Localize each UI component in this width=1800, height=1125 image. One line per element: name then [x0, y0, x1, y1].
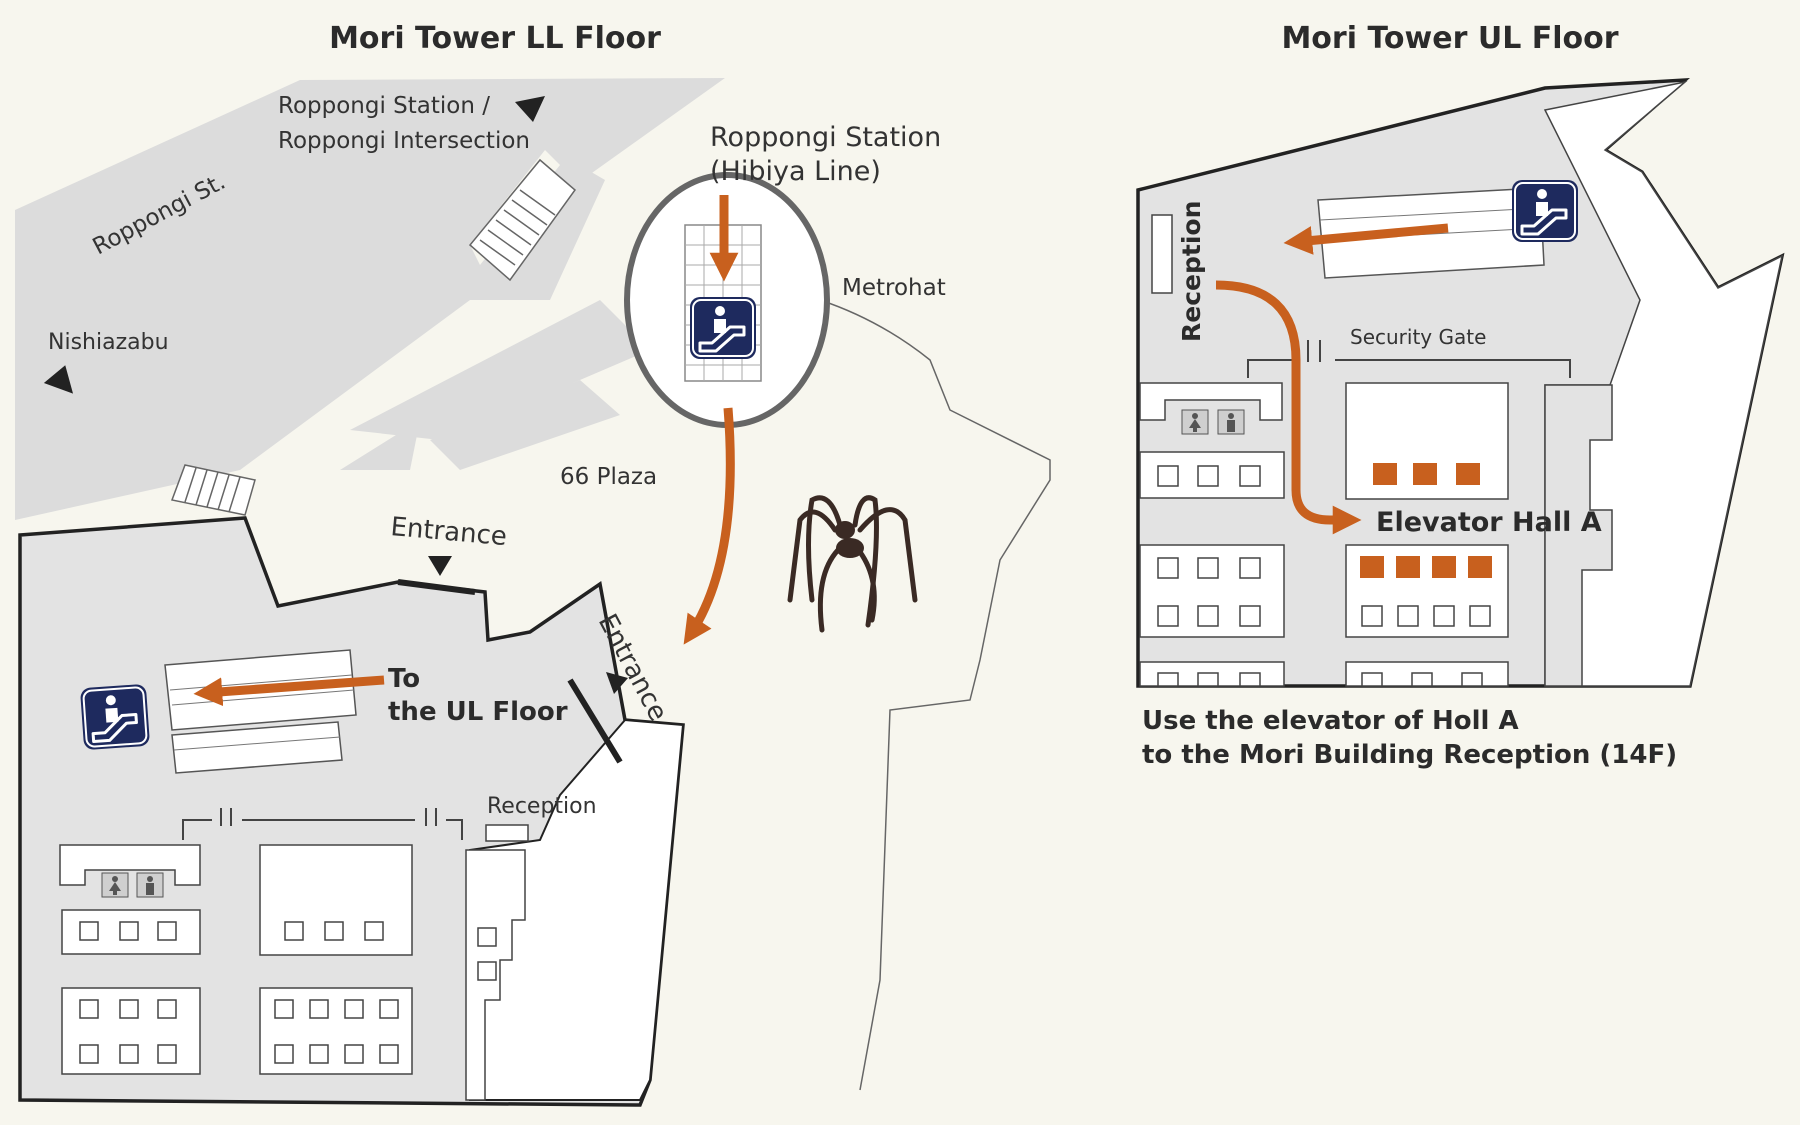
direction-arrow-icon — [43, 365, 74, 394]
entrance-top-label: Entrance — [389, 512, 508, 552]
elevator-doors — [1360, 463, 1492, 578]
security-gate-label: Security Gate — [1350, 325, 1486, 349]
ul-floor-label: the UL Floor — [388, 697, 568, 727]
route-arrow-icon — [683, 407, 735, 645]
restroom-icon — [1181, 409, 1209, 435]
room-blocks — [59, 824, 529, 1101]
stairs — [170, 158, 577, 516]
plaza-label: 66 Plaza — [560, 464, 657, 490]
escalator-icon — [1510, 178, 1580, 244]
reception-desk — [1151, 214, 1173, 294]
entrance-arrow-icon — [428, 556, 452, 576]
escalator-icon — [78, 682, 152, 752]
metrohat-label: Metrohat — [842, 275, 946, 301]
metrohat-outline — [819, 299, 1051, 1091]
hibiya-station-label: Roppongi Station — [710, 122, 941, 153]
station-label: Roppongi Station / — [278, 93, 490, 119]
escalator — [164, 649, 357, 774]
route-arrow-icon — [1283, 223, 1449, 255]
route-arrow-icon — [1215, 280, 1362, 535]
hibiya-line-label: (Hibiya Line) — [710, 156, 881, 187]
restroom-icon — [136, 872, 164, 898]
to-ul-label: To — [388, 664, 420, 694]
security-gate — [182, 808, 463, 840]
route-arrow-icon — [193, 675, 385, 707]
restroom-icon — [1217, 409, 1245, 435]
elevator-hall-label: Elevator Hall A — [1376, 507, 1602, 538]
nishiazabu-label: Nishiazabu — [48, 330, 169, 355]
security-gate — [1247, 340, 1571, 378]
ul-floor-title: Mori Tower UL Floor — [1281, 21, 1618, 56]
restroom-icon — [101, 872, 129, 898]
escalator-icon — [688, 295, 758, 361]
intersection-label: Roppongi Intersection — [278, 128, 530, 154]
direction-arrow-icon — [515, 96, 545, 122]
ll-floor-title: Mori Tower LL Floor — [329, 21, 661, 56]
ul-reception-label: Reception — [1177, 201, 1206, 342]
spider-sculpture-icon — [787, 495, 918, 633]
ll-reception-label: Reception — [487, 794, 597, 819]
note-line-2: to the Mori Building Reception (14F) — [1142, 740, 1677, 770]
entrance-arrow-icon — [606, 672, 628, 694]
note-line-1: Use the elevator of Holl A — [1142, 706, 1519, 736]
room-blocks — [1139, 382, 1509, 687]
